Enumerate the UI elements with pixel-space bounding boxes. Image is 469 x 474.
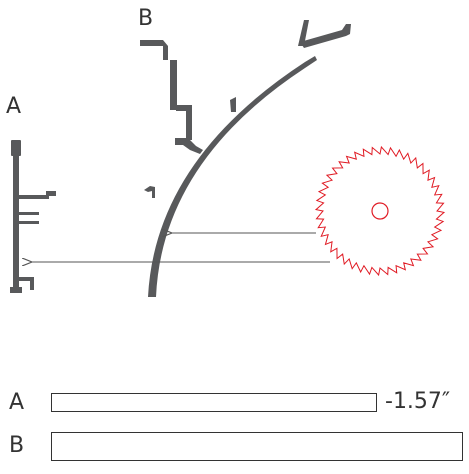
- saw-blade: [314, 145, 446, 277]
- profile-b-label: B: [138, 6, 154, 31]
- comparison-bar-b: [51, 432, 463, 461]
- profile-b-top-spike: [298, 20, 309, 46]
- comparison-row-a-value: -1.57″: [385, 389, 451, 414]
- curved-profile-b: [140, 20, 351, 297]
- profile-b-upper-web: [170, 60, 177, 110]
- comparison-row-a-label: A: [9, 390, 25, 415]
- profile-b-lower-hook: [144, 186, 155, 198]
- profile-a-upper-flange: [19, 195, 49, 199]
- profile-b-riser: [176, 105, 192, 140]
- cut-arrows: [31, 233, 330, 262]
- profile-b-top-flange: [140, 40, 168, 60]
- profile-a-label: A: [6, 94, 22, 119]
- profile-a-backbone: [13, 140, 19, 293]
- profile-b-top-arm: [300, 24, 351, 48]
- profile-b-inner-lip: [230, 97, 236, 112]
- comparison-bar-a: [51, 393, 377, 412]
- profile-a-middle-flange: [19, 212, 39, 215]
- profile-a-upper-lip: [46, 191, 56, 196]
- profile-a-top-cap: [11, 140, 21, 156]
- saw-arbor-hole: [371, 202, 389, 220]
- profile-a-bottom-lip: [30, 277, 34, 290]
- profile-a-lower-flange: [19, 221, 39, 224]
- comparison-row-b-label: B: [9, 433, 25, 458]
- profile-b-lower-step: [175, 138, 203, 154]
- profile-a-bottom-flange: [19, 277, 34, 281]
- profile-a-base: [10, 287, 22, 293]
- straight-profile-a: [10, 140, 56, 293]
